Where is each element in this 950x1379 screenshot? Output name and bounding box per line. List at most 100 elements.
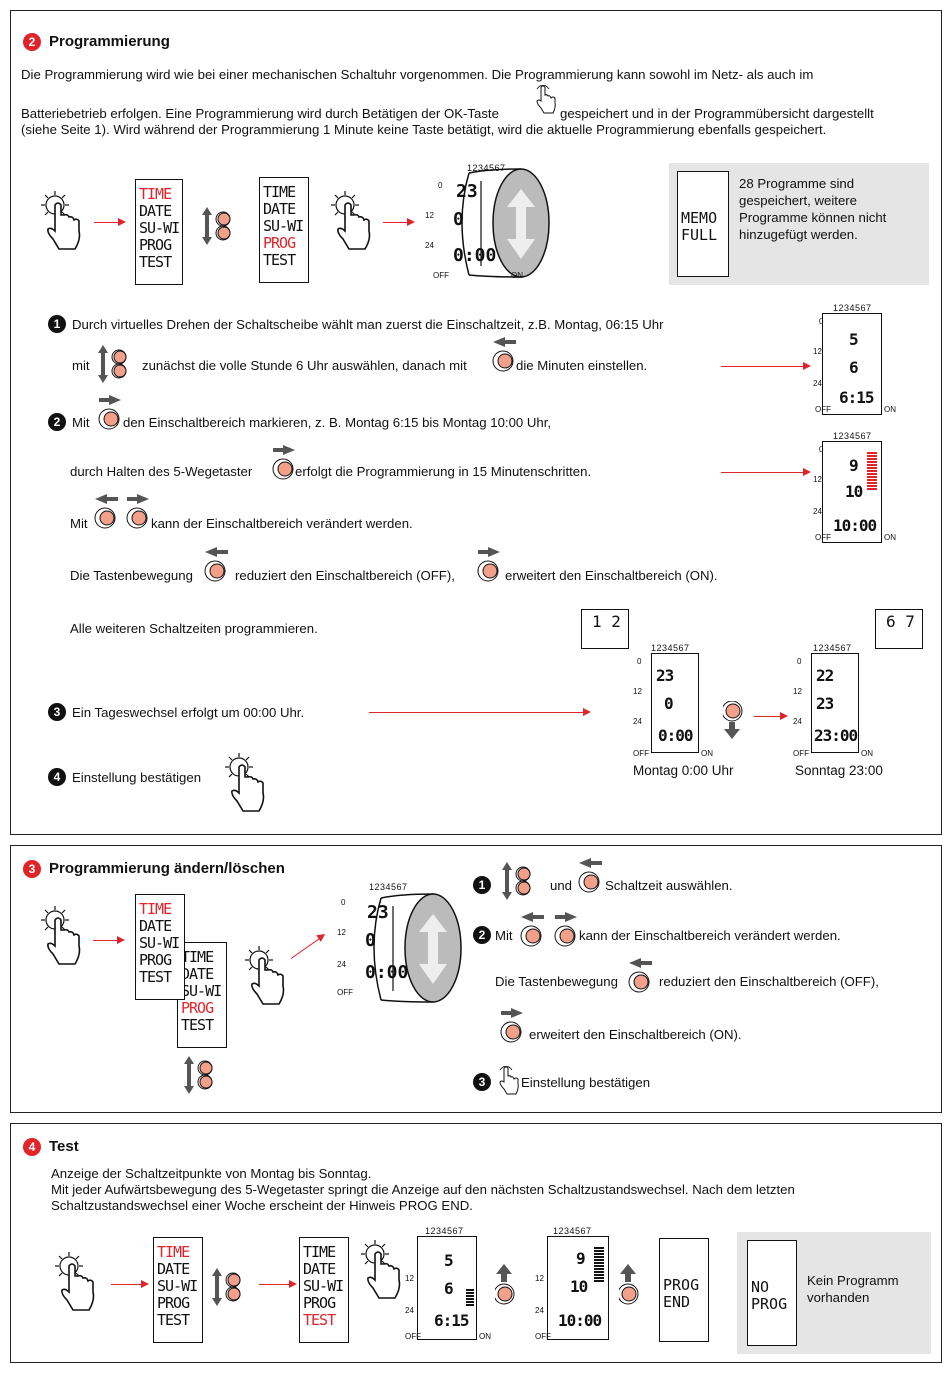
step1-text-b-pre: mit bbox=[72, 358, 90, 373]
step2-text-d-mid: reduziert den Einschaltbereich (OFF), bbox=[235, 568, 455, 583]
axis-label-12: 12 bbox=[337, 928, 346, 937]
axis-label-24: 24 bbox=[793, 717, 802, 726]
drum-hour-mid: 0 bbox=[453, 209, 464, 230]
axis-label-24: 24 bbox=[405, 1306, 414, 1315]
axis-label-24: 24 bbox=[813, 507, 822, 516]
flow-arrow bbox=[93, 936, 125, 944]
axis-label-12: 12 bbox=[425, 211, 434, 220]
axis-label-0: 0 bbox=[438, 181, 443, 190]
section-title: Programmierung ändern/löschen bbox=[49, 860, 285, 877]
s1-text: Schaltzeit auswählen. bbox=[605, 878, 733, 893]
axis-label-on: ON bbox=[511, 271, 523, 280]
left-knob-icon bbox=[628, 958, 653, 993]
step2-text-d-post: erweitert den Einschaltbereich (ON). bbox=[505, 568, 718, 583]
drum-hour-mid: 0 bbox=[365, 930, 376, 951]
drum-hour-top: 23 bbox=[367, 902, 389, 923]
section-title: Programmierung bbox=[49, 33, 170, 50]
axis-label-12: 12 bbox=[535, 1274, 544, 1283]
lcd-display-1000: 9 10 10:00 bbox=[547, 1236, 609, 1340]
axis-label-0: 0 bbox=[797, 657, 802, 666]
right-knob-icon bbox=[554, 912, 578, 947]
caption-sonntag: Sonntag 23:00 bbox=[795, 763, 883, 778]
weekday-labels: 1234567 bbox=[369, 882, 408, 892]
right-knob-icon bbox=[477, 547, 501, 582]
down-knob-icon bbox=[723, 701, 743, 740]
intro-line-3: (siehe Seite 1). Wird während der Progra… bbox=[21, 122, 827, 137]
press-hand-icon bbox=[41, 906, 81, 965]
drum-time: 0:00 bbox=[365, 962, 409, 983]
axis-label-off: OFF bbox=[633, 749, 649, 758]
step3-text: Ein Tageswechsel erfolgt um 00:00 Uhr. bbox=[72, 705, 305, 720]
lcd-time: 10:00 bbox=[558, 1311, 602, 1330]
test-line-3: Schaltzustandswechsel einer Woche ersche… bbox=[51, 1198, 473, 1213]
intro-line-2a: Batteriebetrieb erfolgen. Eine Programmi… bbox=[21, 106, 499, 121]
weekday-labels: 1234567 bbox=[651, 643, 690, 653]
lcd-display-montag-0000: 23 0 0:00 bbox=[651, 653, 699, 753]
step-badge: 1 bbox=[48, 315, 66, 333]
section-number-badge: 4 bbox=[23, 1138, 41, 1156]
axis-label-12: 12 bbox=[813, 475, 822, 484]
lcd-display-1000: 9 10 10:00 bbox=[822, 441, 882, 543]
s2b-text: reduziert den Einschaltbereich (OFF), bbox=[659, 974, 879, 989]
axis-label-12: 12 bbox=[793, 687, 802, 696]
axis-label-0: 0 bbox=[637, 657, 642, 666]
programming-drum-icon bbox=[373, 893, 462, 1003]
memo-full-text-4: hinzugefügt werden. bbox=[739, 227, 858, 242]
axis-label-12: 12 bbox=[633, 687, 642, 696]
lcd-time: 0:00 bbox=[658, 726, 694, 745]
flow-arrow bbox=[111, 1280, 149, 1288]
lcd-time: 6:15 bbox=[434, 1311, 470, 1330]
axis-label-24: 24 bbox=[535, 1306, 544, 1315]
no-prog-text-1: Kein Programm bbox=[807, 1273, 899, 1288]
step-badge: 3 bbox=[48, 703, 66, 721]
step-badge: 2 bbox=[48, 413, 66, 431]
step1-text-a: Durch virtuelles Drehen der Schaltscheib… bbox=[72, 317, 664, 332]
press-hand-icon bbox=[225, 753, 265, 812]
flow-arrow bbox=[259, 1280, 297, 1288]
lcd-hour-mid: 0 bbox=[664, 694, 674, 713]
caption-montag: Montag 0:00 Uhr bbox=[633, 763, 734, 778]
lcd-hour-mid: 6 bbox=[849, 358, 859, 377]
weekday-labels: 1234567 bbox=[467, 163, 506, 173]
axis-label-on: ON bbox=[884, 405, 896, 414]
s3-text: Einstellung bestätigen bbox=[521, 1075, 651, 1090]
lcd-display-0615: 5 6 6:15 bbox=[822, 313, 882, 415]
lcd-hour-mid: 6 bbox=[444, 1279, 454, 1298]
left-knob-icon bbox=[94, 494, 119, 529]
step2-text-d-pre: Die Tastenbewegung bbox=[70, 568, 193, 583]
step-badge: 2 bbox=[473, 926, 491, 944]
flow-arrow bbox=[383, 218, 415, 226]
lcd-hour-mid: 23 bbox=[816, 694, 834, 713]
ok-button-hand-icon bbox=[499, 1066, 519, 1095]
axis-label-off: OFF bbox=[433, 271, 449, 280]
weekday-labels: 1234567 bbox=[553, 1226, 592, 1236]
step2-text-b-pre: durch Halten des 5-Wegetaster bbox=[70, 464, 253, 479]
flow-arrow bbox=[94, 218, 126, 226]
axis-label-12: 12 bbox=[405, 1274, 414, 1283]
lcd-hour-top: 9 bbox=[576, 1249, 586, 1268]
axis-label-on: ON bbox=[701, 749, 713, 758]
lcd-hour-top: 23 bbox=[656, 666, 674, 685]
step2-text-a-pre: Mit bbox=[72, 415, 90, 430]
axis-label-off: OFF bbox=[405, 1332, 421, 1341]
step-badge: 1 bbox=[473, 876, 491, 894]
step2-text-c: kann der Einschaltbereich verändert werd… bbox=[151, 516, 413, 531]
step2-text-a: den Einschaltbereich markieren, z. B. Mo… bbox=[123, 415, 552, 430]
memo-full-text-1: 28 Programme sind bbox=[739, 176, 855, 191]
press-hand-icon bbox=[245, 946, 285, 1005]
up-down-knob-icon bbox=[97, 345, 127, 384]
step-badge: 3 bbox=[473, 1073, 491, 1091]
step1-text-b-post: die Minuten einstellen. bbox=[516, 358, 648, 373]
s2-text-pre: Mit bbox=[495, 928, 513, 943]
axis-label-24: 24 bbox=[813, 379, 822, 388]
up-knob-icon bbox=[619, 1264, 639, 1305]
drum-time: 0:00 bbox=[453, 245, 497, 266]
s2c-text: erweitert den Einschaltbereich (ON). bbox=[529, 1027, 742, 1042]
flow-arrow bbox=[290, 935, 325, 959]
